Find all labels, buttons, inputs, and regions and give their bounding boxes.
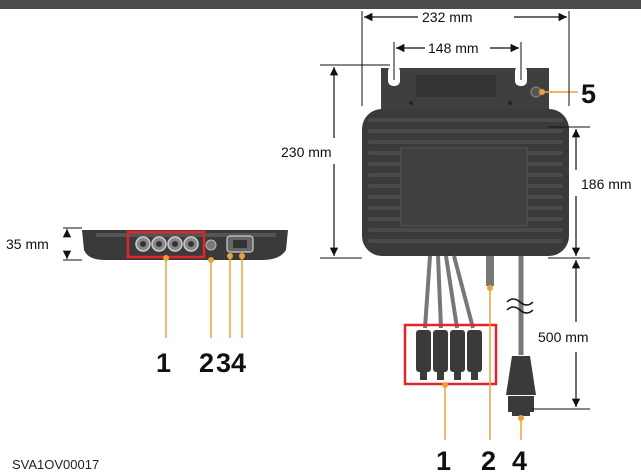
dim-mount-spacing: 148 mm [393, 40, 522, 80]
side-leaders [163, 253, 245, 338]
callout-side-2: 2 [199, 348, 214, 378]
ac-plug [506, 356, 536, 416]
front-leaders [442, 89, 578, 440]
mounting-bracket [381, 66, 549, 115]
dim-overall-height-label: 230 mm [281, 144, 332, 160]
dim-mount-spacing-label: 148 mm [428, 40, 479, 56]
callout-side-1: 1 [156, 348, 171, 378]
callout-side-34: 34 [216, 348, 246, 378]
figure-code: SVA1OV00017 [12, 457, 99, 472]
cables [423, 255, 534, 355]
dim-cable-length-label: 500 mm [538, 329, 589, 345]
callout-front-2: 2 [481, 446, 496, 473]
callout-front-4: 4 [512, 446, 527, 473]
inverter-body [362, 109, 569, 256]
dim-thickness: 35 mm [6, 227, 82, 261]
front-dc-connectors [416, 330, 482, 380]
dim-overall-width-label: 232 mm [422, 9, 473, 25]
callout-front-1: 1 [436, 446, 451, 473]
dim-overall-height: 230 mm [281, 64, 390, 259]
side-dc-connectors [135, 236, 199, 252]
dim-thickness-label: 35 mm [6, 236, 49, 252]
dim-cable-length: 500 mm [532, 257, 590, 410]
side-view [82, 230, 288, 260]
callout-front-5: 5 [581, 79, 596, 109]
dim-body-height-label: 186 mm [581, 176, 632, 192]
top-bar [0, 0, 641, 9]
dim-overall-width: 232 mm [361, 9, 570, 106]
front-connector-highlight [403, 323, 498, 386]
front-label-plate [400, 147, 528, 227]
side-port-2 [205, 239, 217, 251]
